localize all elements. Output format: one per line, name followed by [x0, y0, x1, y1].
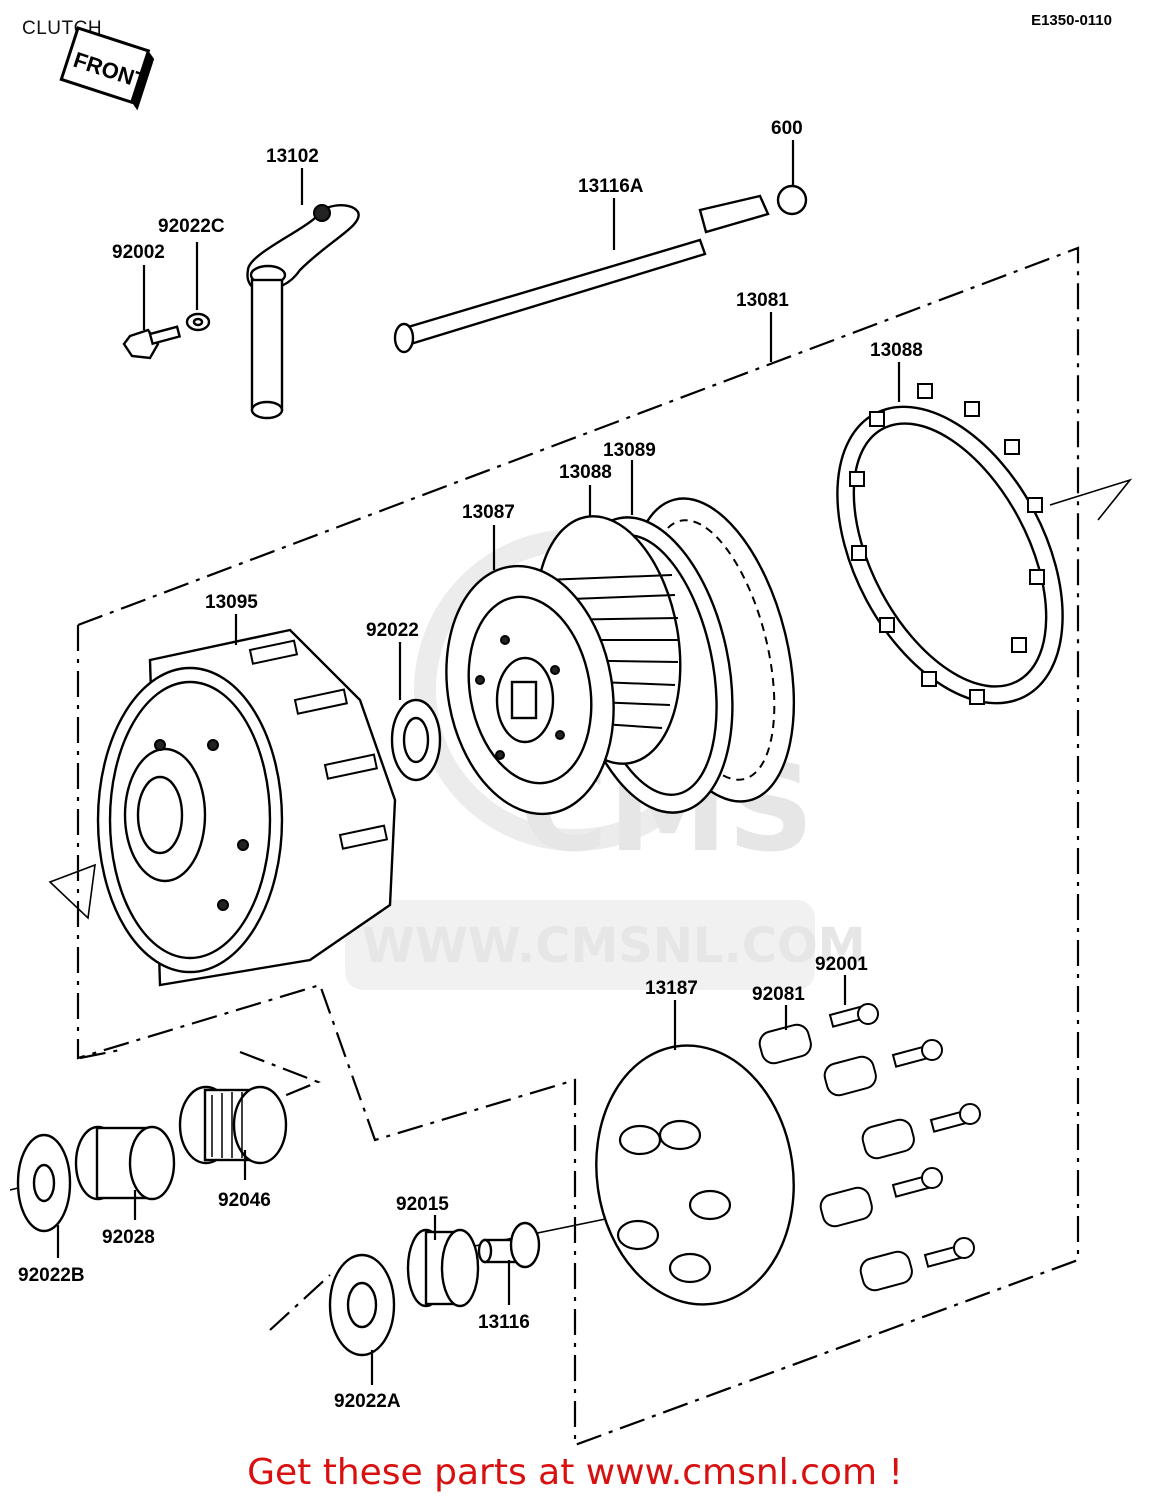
label-92002: 92002: [112, 242, 165, 263]
label-92022: 92022: [366, 620, 419, 641]
part-92022B-washer: [16, 1133, 72, 1258]
part-600-ball: [776, 140, 808, 216]
label-13087: 13087: [462, 502, 515, 523]
axis-arrow-bearing: [239, 1050, 321, 1107]
label-92022B: 92022B: [18, 1265, 85, 1286]
part-92022A-lock-washer: [328, 1253, 396, 1385]
label-92015: 92015: [396, 1194, 449, 1215]
part-92002-bolt: [122, 265, 182, 360]
part-13095-clutch-housing: [96, 614, 397, 987]
part-92046-needle-bearing: [178, 1085, 288, 1180]
label-13089: 13089: [603, 440, 656, 461]
watermark-url: WWW.CMSNL.COM: [362, 918, 866, 974]
footer-link[interactable]: Get these parts at www.cmsnl.com !: [247, 1452, 903, 1493]
assembly-outline-bottom: [76, 625, 1080, 1447]
part-13116-push-rod-end: [477, 1221, 541, 1305]
axis-arrow-washer: [269, 1274, 331, 1331]
part-13088-friction-plate-upper: [836, 362, 1064, 705]
label-13088-lower: 13088: [559, 462, 612, 483]
label-13102: 13102: [266, 146, 319, 167]
part-92001-bolts: [828, 975, 981, 1268]
label-13116: 13116: [478, 1312, 530, 1333]
label-92001: 92001: [815, 954, 868, 975]
part-92022-washer: [390, 642, 442, 782]
part-13087-clutch-hub: [445, 515, 682, 816]
part-92028-sleeve: [74, 1125, 176, 1220]
label-600: 600: [771, 118, 803, 139]
label-13095: 13095: [205, 592, 258, 613]
label-92022C: 92022C: [158, 216, 225, 237]
part-13187-pressure-plate: [595, 1000, 795, 1306]
label-13088-upper: 13088: [870, 340, 923, 361]
part-13102-release-lever: [246, 168, 360, 420]
part-92022C-washer: [185, 242, 211, 332]
label-13116A: 13116A: [578, 176, 644, 197]
label-92022A: 92022A: [334, 1391, 401, 1412]
part-92081-springs: [758, 1005, 915, 1292]
assembly-outline-left-tick: [79, 1048, 121, 1060]
axis-arrow-left: [48, 863, 96, 920]
assembly-outline-top: [77, 246, 1080, 690]
label-13081: 13081: [736, 290, 789, 311]
label-92081: 92081: [752, 984, 805, 1005]
label-13187: 13187: [645, 978, 698, 999]
label-92028: 92028: [102, 1227, 155, 1248]
part-92015-nut: [406, 1215, 480, 1308]
label-92046: 92046: [218, 1190, 271, 1211]
diagram-code: E1350-0110: [1031, 12, 1112, 29]
part-13116A-push-rod: [393, 194, 770, 354]
axis-arrow-right: [1049, 478, 1133, 521]
front-marker: FRONT: [59, 26, 155, 111]
